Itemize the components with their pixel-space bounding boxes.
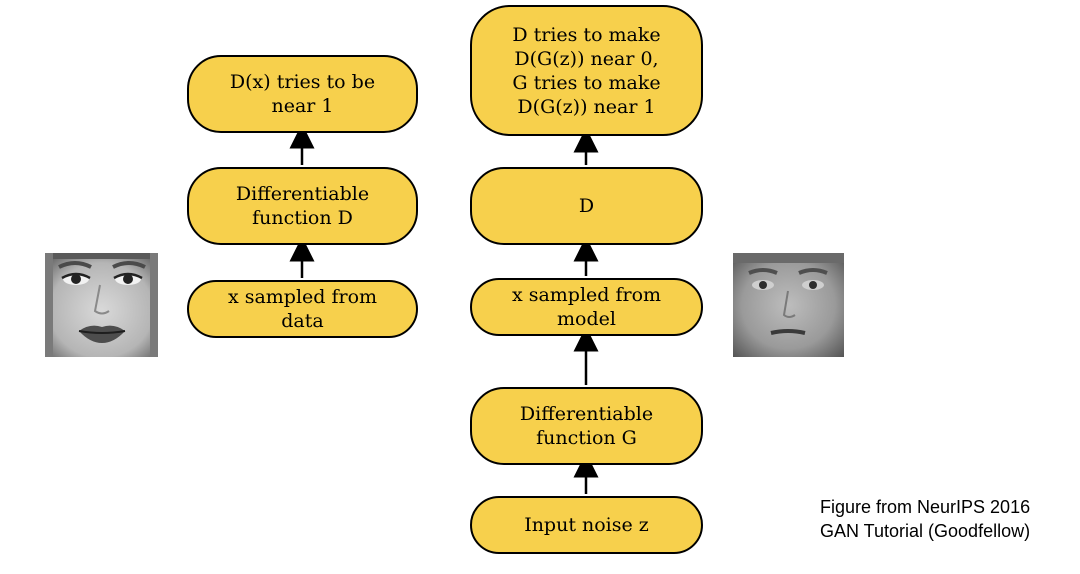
noise-input-node: Input noise z (470, 496, 703, 554)
figure-caption: Figure from NeurIPS 2016 GAN Tutorial (G… (820, 497, 1031, 541)
data-sample-node: x sampled from data (187, 280, 418, 338)
real-objective-node: D(x) tries to be near 1 (187, 55, 418, 133)
generator-node: Differentiable function G (470, 387, 703, 465)
game-objective-node: D tries to make D(G(z)) near 0, G tries … (470, 5, 703, 136)
discriminator-real-node: Differentiable function D (187, 167, 418, 245)
real-face-image (45, 253, 158, 357)
model-sample-node: x sampled from model (470, 278, 703, 336)
generated-face-image (733, 253, 844, 357)
discriminator-fake-node: D (470, 167, 703, 245)
